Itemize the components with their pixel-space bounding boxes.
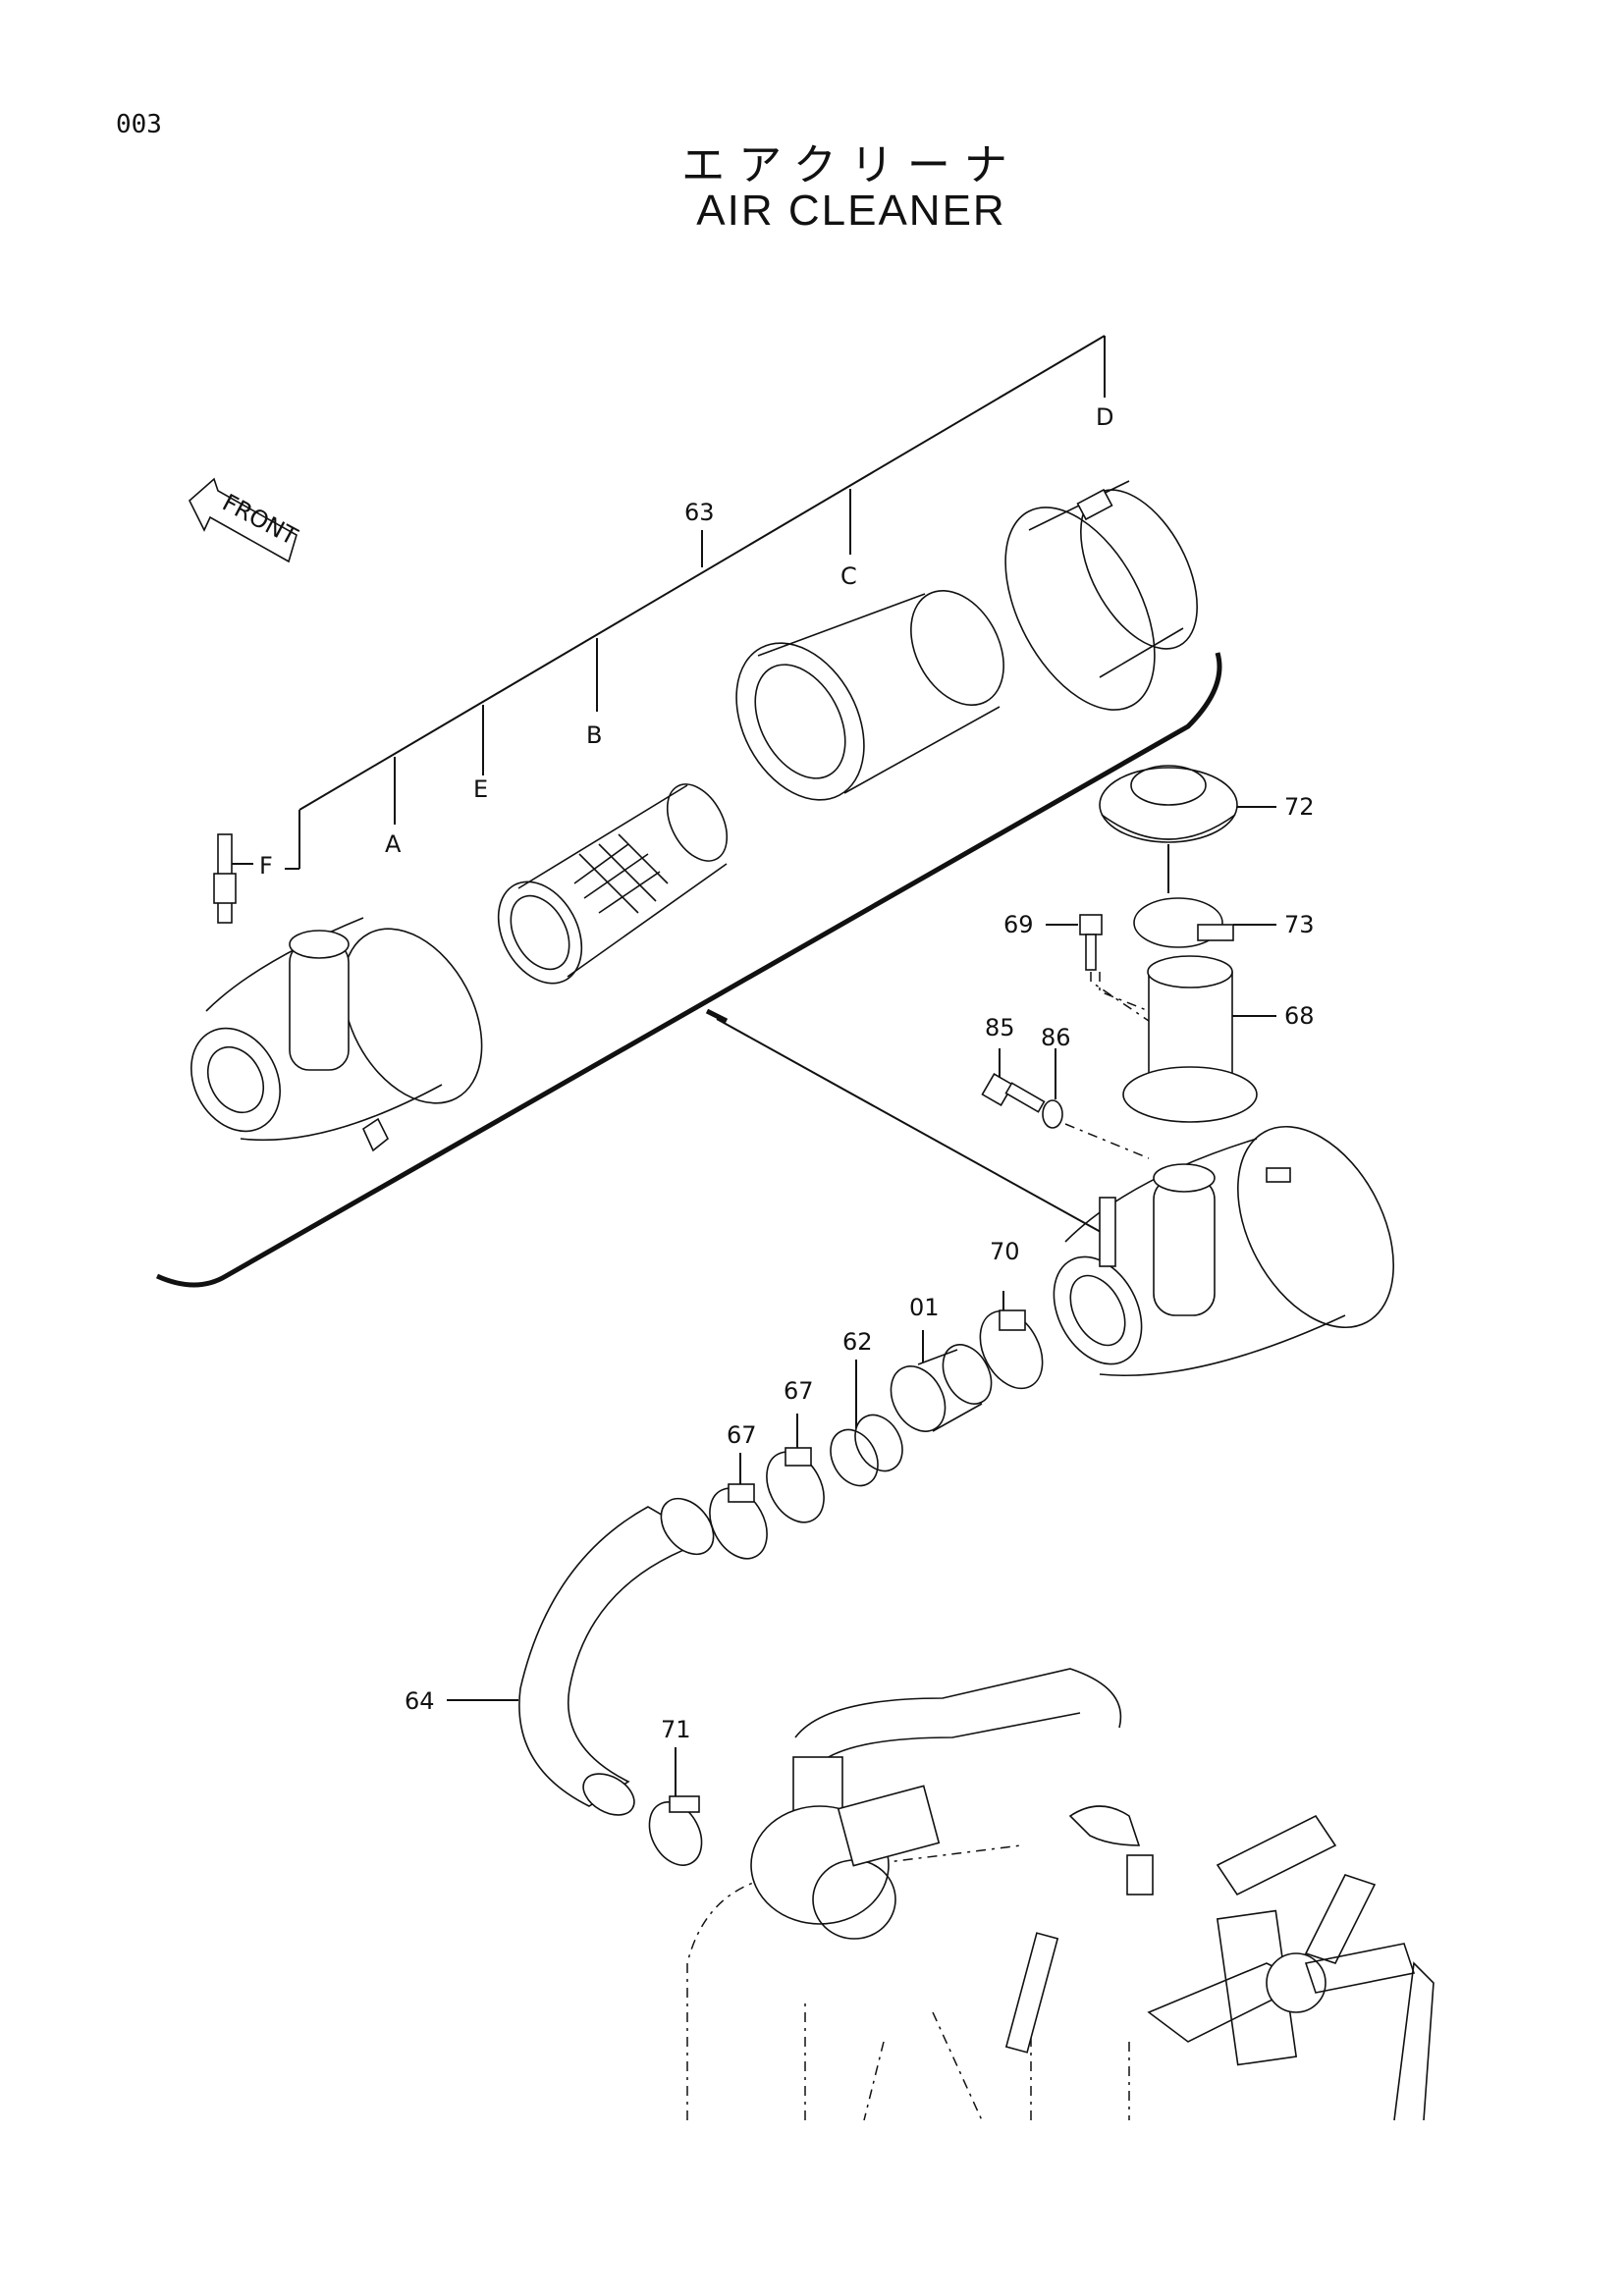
inset-to-assembly-line [716,1018,1110,1238]
part-f-indicator [213,833,253,924]
title-english: AIR CLEANER [696,187,1006,235]
part-d-cover [1004,480,1198,711]
label-part-73: 73 [1284,911,1315,938]
part-85-bolt [981,1048,1046,1113]
label-part-86: 86 [1041,1024,1071,1051]
part-86-washer [1042,1048,1150,1159]
label-sub-f: F [259,852,273,880]
part-62-reducer [830,1360,903,1487]
label-part-68: 68 [1284,1002,1315,1030]
label-assembly-63: 63 [684,499,715,526]
label-part-69: 69 [1003,911,1034,938]
label-part-67-upper: 67 [784,1377,814,1405]
label-part-72: 72 [1284,793,1315,821]
part-b-safety-element [497,783,729,985]
part-c-element [735,590,1004,801]
label-part-85: 85 [985,1014,1015,1041]
label-sub-e: E [473,775,488,803]
label-part-71: 71 [661,1716,691,1743]
label-part-64: 64 [405,1687,435,1715]
part-73-clamp [1133,897,1276,948]
inset-frame [155,652,1222,1288]
air-cleaner-housing [1053,1125,1394,1377]
part-69-bolt [1046,914,1150,1022]
label-part-67-lower: 67 [727,1421,757,1449]
label-sub-a: A [385,830,402,858]
label-part-62: 62 [842,1328,873,1356]
label-part-70: 70 [990,1238,1020,1265]
part-72-rain-cap [1099,765,1276,893]
part-71-clamp [648,1747,703,1866]
part-70-clamp [979,1291,1044,1390]
part-68-inlet-pipe [1099,955,1276,1123]
part-67-clamp-lower [709,1453,768,1560]
page-number: 003 [116,110,162,139]
inset-leader [705,1008,729,1024]
part-01-hose [890,1330,993,1432]
part-67-clamp-upper [766,1414,825,1523]
engine-outline [686,1668,1435,2121]
part-64-elbow-hose [447,1497,715,1816]
part-a-housing [190,917,483,1152]
label-part-01: 01 [909,1294,940,1321]
assembly-bracket [285,335,1106,870]
front-arrow: FRONT [189,477,302,563]
label-sub-b: B [586,721,602,749]
label-sub-d: D [1096,403,1113,431]
label-sub-c: C [840,562,857,590]
title-japanese: エアクリーナ [681,140,1021,190]
